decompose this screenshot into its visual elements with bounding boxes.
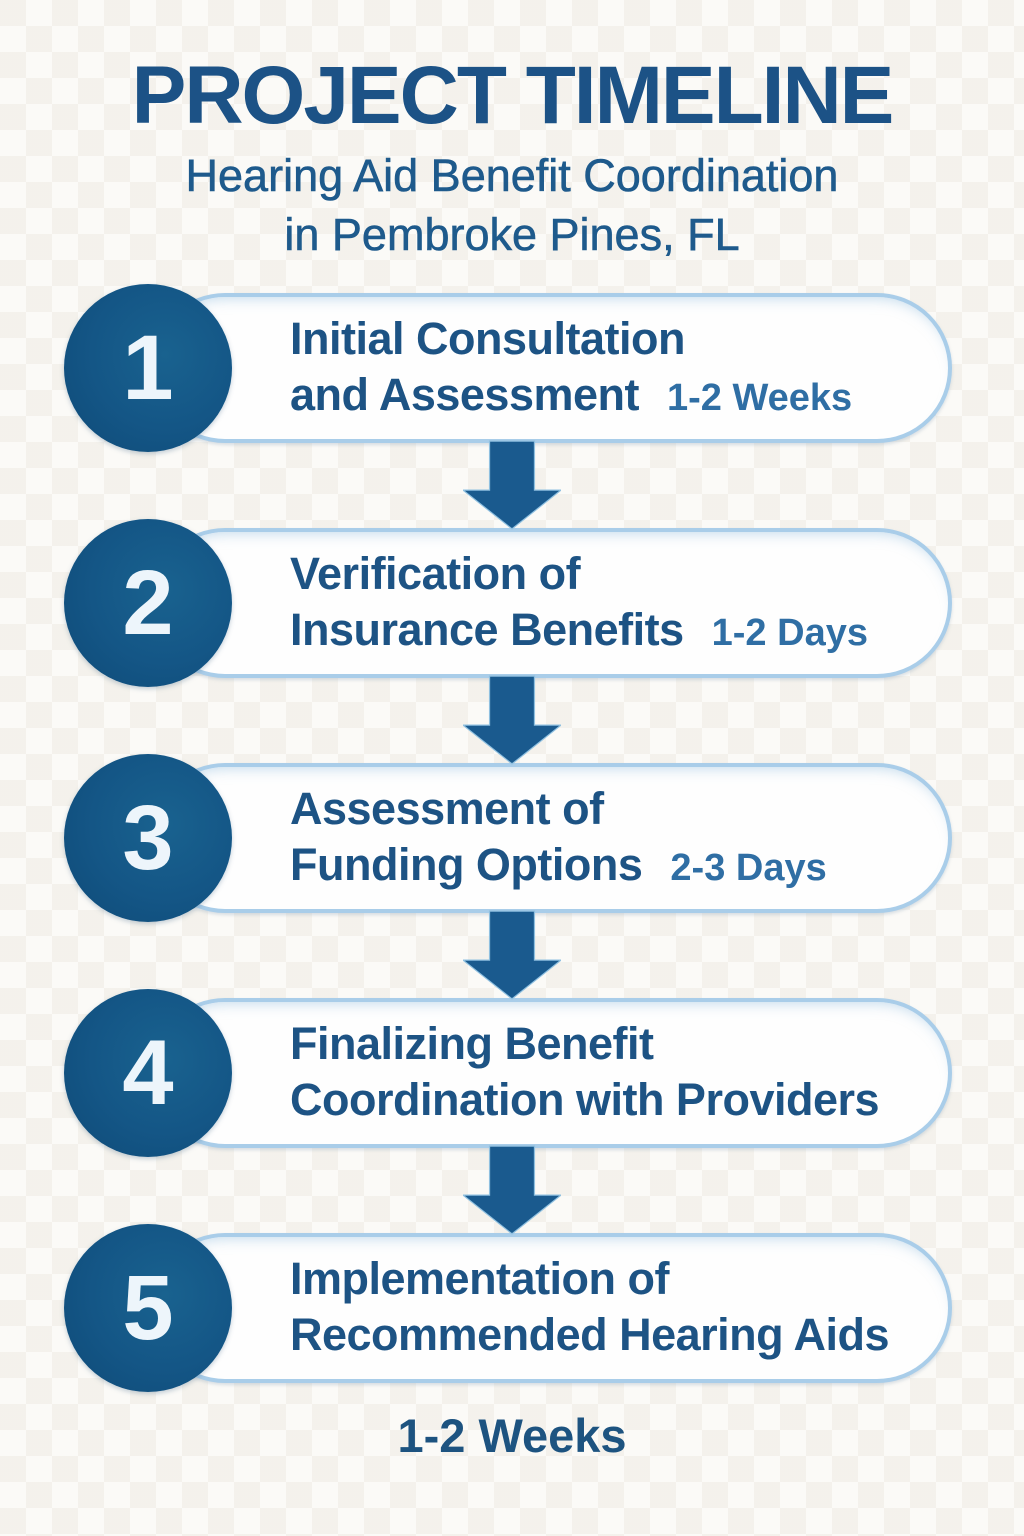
step-title: Verification of Insurance Benefits 1-2 Da… [290,546,868,661]
page-title: PROJECT TIMELINE [131,50,895,141]
step-number-badge: 5 [64,1224,232,1392]
step-number: 1 [122,317,174,419]
step-card [150,998,952,1148]
step-title: Finalizing Benefit Coordination with Pro… [290,1016,907,1131]
down-arrow-icon [463,674,561,766]
page-subtitle: Hearing Aid Benefit Coordination in Pemb… [0,146,1024,264]
timeline-step-1: 1 Initial Consultation and Assessment 1-2… [0,284,1024,452]
down-arrow-icon [463,439,561,531]
step-title: Initial Consultation and Assessment 1-2 W… [290,311,852,426]
timeline-step-2: 2 Verification of Insurance Benefits 1-2 … [0,519,1024,687]
step-card [150,528,952,678]
step-number: 2 [122,552,174,654]
step-title: Implementation of Recommended Hearing Ai… [290,1251,917,1366]
step-content: Initial Consultation and Assessment 1-2 W… [290,293,998,443]
step-title: Assessment of Funding Options 2-3 Days [290,781,827,896]
step-title-line1: Verification of [290,547,581,599]
step-card [150,763,952,913]
page-subtitle-line1: Hearing Aid Benefit Coordination [185,150,839,202]
step-title-line1: Finalizing Benefit [290,1017,654,1069]
step-content: Implementation of Recommended Hearing Ai… [290,1233,998,1383]
timeline-step-5: 5 Implementation of Recommended Hearing … [0,1224,1024,1392]
step-title-line2: and Assessment [290,368,639,420]
page-subtitle-line2: in Pembroke Pines, FL [284,209,740,261]
timeline-step-3: 3 Assessment of Funding Options 2-3 Days [0,754,1024,922]
step-title-line2: Recommended Hearing Aids [290,1308,889,1360]
step-content: Assessment of Funding Options 2-3 Days [290,763,998,913]
step-number-badge: 2 [64,519,232,687]
step-duration: 1-2 Weeks [666,376,853,419]
step-title-line1: Initial Consultation [290,312,685,364]
step-content: Verification of Insurance Benefits 1-2 Da… [290,528,998,678]
step-title-line2: Insurance Benefits [290,603,684,655]
step-card [150,293,952,443]
timeline-step-4: 4 Finalizing Benefit Coordination with P… [0,989,1024,1157]
final-step-duration: 1-2 Weeks [397,1409,627,1462]
step-title-line1: Assessment of [290,782,604,834]
step-number: 4 [122,1022,174,1124]
step-number-badge: 3 [64,754,232,922]
step-title-line2: Coordination with Providers [290,1073,880,1125]
step-content: Finalizing Benefit Coordination with Pro… [290,998,998,1148]
step-card [150,1233,952,1383]
down-arrow-icon [463,1144,561,1236]
step-title-line1: Implementation of [290,1252,670,1304]
step-duration: 1-2 Days [711,611,868,654]
step-number: 5 [122,1257,174,1359]
down-arrow-icon [463,909,561,1001]
step-duration: 2-3 Days [670,846,827,889]
step-number: 3 [122,787,174,889]
step-number-badge: 4 [64,989,232,1157]
step-title-line2: Funding Options [290,838,643,890]
step-number-badge: 1 [64,284,232,452]
